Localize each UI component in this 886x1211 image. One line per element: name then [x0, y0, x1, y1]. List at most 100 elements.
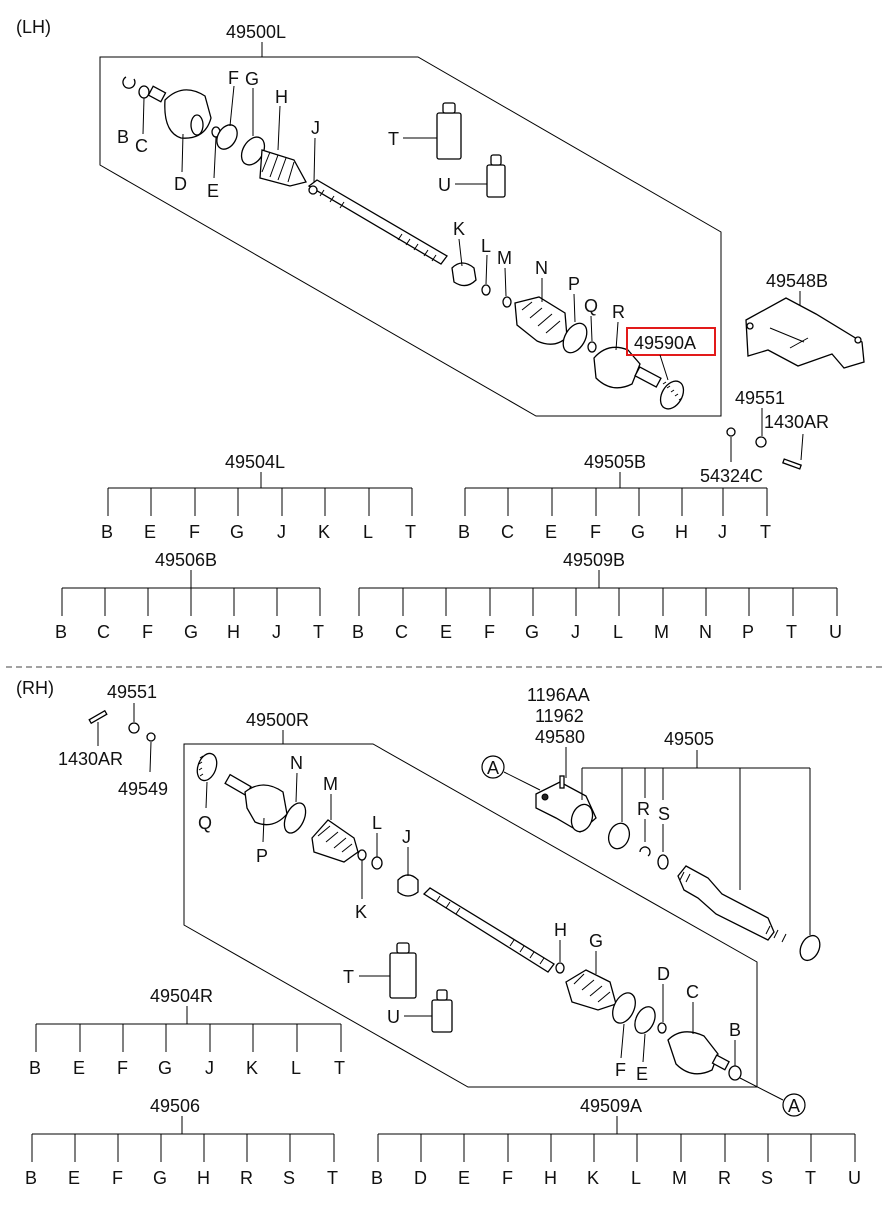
rh-kit-49506-item: F: [112, 1168, 123, 1188]
lh-kit-49509b-code: 49509B: [563, 550, 625, 570]
rh-section: (RH) 49551 1430AR 49549 49500R: [16, 678, 861, 1188]
rh-shaft: [422, 887, 555, 973]
lh-kit-49504l: 49504L B E F G J K L T: [101, 452, 416, 542]
lh-kit-49505b-item: G: [631, 522, 645, 542]
rh-washer-label: 49549: [118, 779, 168, 799]
rh-kit-49509a-item: R: [718, 1168, 731, 1188]
lh-assembly-label: 49500L: [226, 22, 286, 42]
rh-kit-49506-item: B: [25, 1168, 37, 1188]
rh-kit-49504r: 49504R B E F G J K L T: [29, 986, 345, 1078]
lh-bolt-label: 1430AR: [764, 412, 829, 432]
rh-kit-49509a-item: B: [371, 1168, 383, 1188]
lh-section-label: (LH): [16, 17, 51, 37]
lh-kit-49505b-item: T: [760, 522, 771, 542]
rh-label-k: K: [355, 902, 367, 922]
rh-kit-49506-item: H: [197, 1168, 210, 1188]
rh-kit-49504r-item: E: [73, 1058, 85, 1078]
rh-kit-49506-item: E: [68, 1168, 80, 1188]
lh-label-t: T: [388, 129, 399, 149]
lh-inner-joint-parts: [451, 262, 685, 410]
rh-label-p: P: [256, 846, 268, 866]
lh-kit-49506b-item: G: [184, 622, 198, 642]
rh-kit-49506-code: 49506: [150, 1096, 200, 1116]
lh-kit-49505b-code: 49505B: [584, 452, 646, 472]
lh-label-n: N: [535, 258, 548, 278]
lh-kit-49505b: 49505B B C E F G H J T: [458, 452, 771, 542]
lh-label-g: G: [245, 69, 259, 89]
rh-kit-49504r-item: T: [334, 1058, 345, 1078]
rh-label-d: D: [657, 964, 670, 984]
lh-label-l: L: [481, 236, 491, 256]
rh-label-j: J: [402, 827, 411, 847]
rh-label-t: T: [343, 967, 354, 987]
rh-outer-joint-parts: [196, 752, 419, 897]
rh-kit-49509a-item: T: [805, 1168, 816, 1188]
lh-kit-49505b-item: E: [545, 522, 557, 542]
lh-kit-49506b-code: 49506B: [155, 550, 217, 570]
rh-kit-49509a-item: D: [414, 1168, 427, 1188]
lh-kit-49504l-item: E: [144, 522, 156, 542]
lh-shaft: [307, 179, 448, 265]
rh-label-n: N: [290, 753, 303, 773]
rh-kit-49509a-item: F: [502, 1168, 513, 1188]
lh-label-b: B: [117, 127, 129, 147]
rh-shaft-label: 49505: [664, 729, 714, 749]
lh-kit-49504l-item: K: [318, 522, 330, 542]
lh-kit-49506b: 49506B B C F G H J T: [55, 550, 324, 642]
lh-kit-49506b-item: T: [313, 622, 324, 642]
lh-label-k: K: [453, 219, 465, 239]
rh-bracket-code-3: 49580: [535, 727, 585, 747]
lh-label-e: E: [207, 181, 219, 201]
lh-label-r: R: [612, 302, 625, 322]
lh-kit-49509b-item: F: [484, 622, 495, 642]
lh-kit-49505b-item: C: [501, 522, 514, 542]
rh-nut-label: 49551: [107, 682, 157, 702]
rh-circle-ref-a-1: A: [481, 755, 505, 779]
lh-highlight-box[interactable]: 49590A: [626, 327, 716, 356]
lh-kit-49509b-item: G: [525, 622, 539, 642]
lh-kit-49504l-item: L: [363, 522, 373, 542]
rh-label-e: E: [636, 1064, 648, 1084]
rh-kit-49506: 49506 B E F G H R S T: [25, 1096, 338, 1188]
lh-washer-label: 54324C: [700, 466, 763, 486]
lh-highlight-part: 49590A: [634, 333, 696, 353]
lh-label-f: F: [228, 68, 239, 88]
lh-kit-49506b-item: C: [97, 622, 110, 642]
rh-kit-49509a-item: S: [761, 1168, 773, 1188]
rh-label-c: C: [686, 982, 699, 1002]
rh-label-s: S: [658, 804, 670, 824]
rh-kit-49504r-code: 49504R: [150, 986, 213, 1006]
lh-kit-49509b-item: U: [829, 622, 842, 642]
rh-kit-49509a-item: U: [848, 1168, 861, 1188]
rh-section-label: (RH): [16, 678, 54, 698]
rh-bolt-label: 1430AR: [58, 749, 123, 769]
rh-label-g: G: [589, 931, 603, 951]
rh-kit-49506-item: T: [327, 1168, 338, 1188]
rh-kit-49509a-item: E: [458, 1168, 470, 1188]
lh-kit-49506b-item: J: [272, 622, 281, 642]
rh-label-m: M: [323, 774, 338, 794]
lh-bracket-label: 49548B: [766, 271, 828, 291]
rh-kit-49504r-item: L: [291, 1058, 301, 1078]
lh-kit-49506b-item: F: [142, 622, 153, 642]
lh-label-d: D: [174, 174, 187, 194]
lh-kit-49509b-item: P: [742, 622, 754, 642]
rh-kit-49504r-item: F: [117, 1058, 128, 1078]
rh-kit-49504r-item: J: [205, 1058, 214, 1078]
rh-label-h: H: [554, 920, 567, 940]
lh-outer-joint-parts: [122, 76, 307, 187]
lh-label-c: C: [135, 136, 148, 156]
rh-label-u: U: [387, 1007, 400, 1027]
lh-kit-49504l-item: T: [405, 522, 416, 542]
lh-kit-49505b-item: J: [718, 522, 727, 542]
lh-label-h: H: [275, 87, 288, 107]
lh-kit-49509b-item: J: [571, 622, 580, 642]
lh-kit-49505b-item: B: [458, 522, 470, 542]
rh-kit-49509a: 49509A B D E F H K L M R S T U: [371, 1096, 861, 1188]
lh-kit-49505b-item: F: [590, 522, 601, 542]
lh-kit-49504l-item: B: [101, 522, 113, 542]
lh-kit-49509b: 49509B B C E F G J L M N P T U: [352, 550, 842, 642]
rh-kit-49504r-item: B: [29, 1058, 41, 1078]
lh-kit-49509b-item: M: [654, 622, 669, 642]
